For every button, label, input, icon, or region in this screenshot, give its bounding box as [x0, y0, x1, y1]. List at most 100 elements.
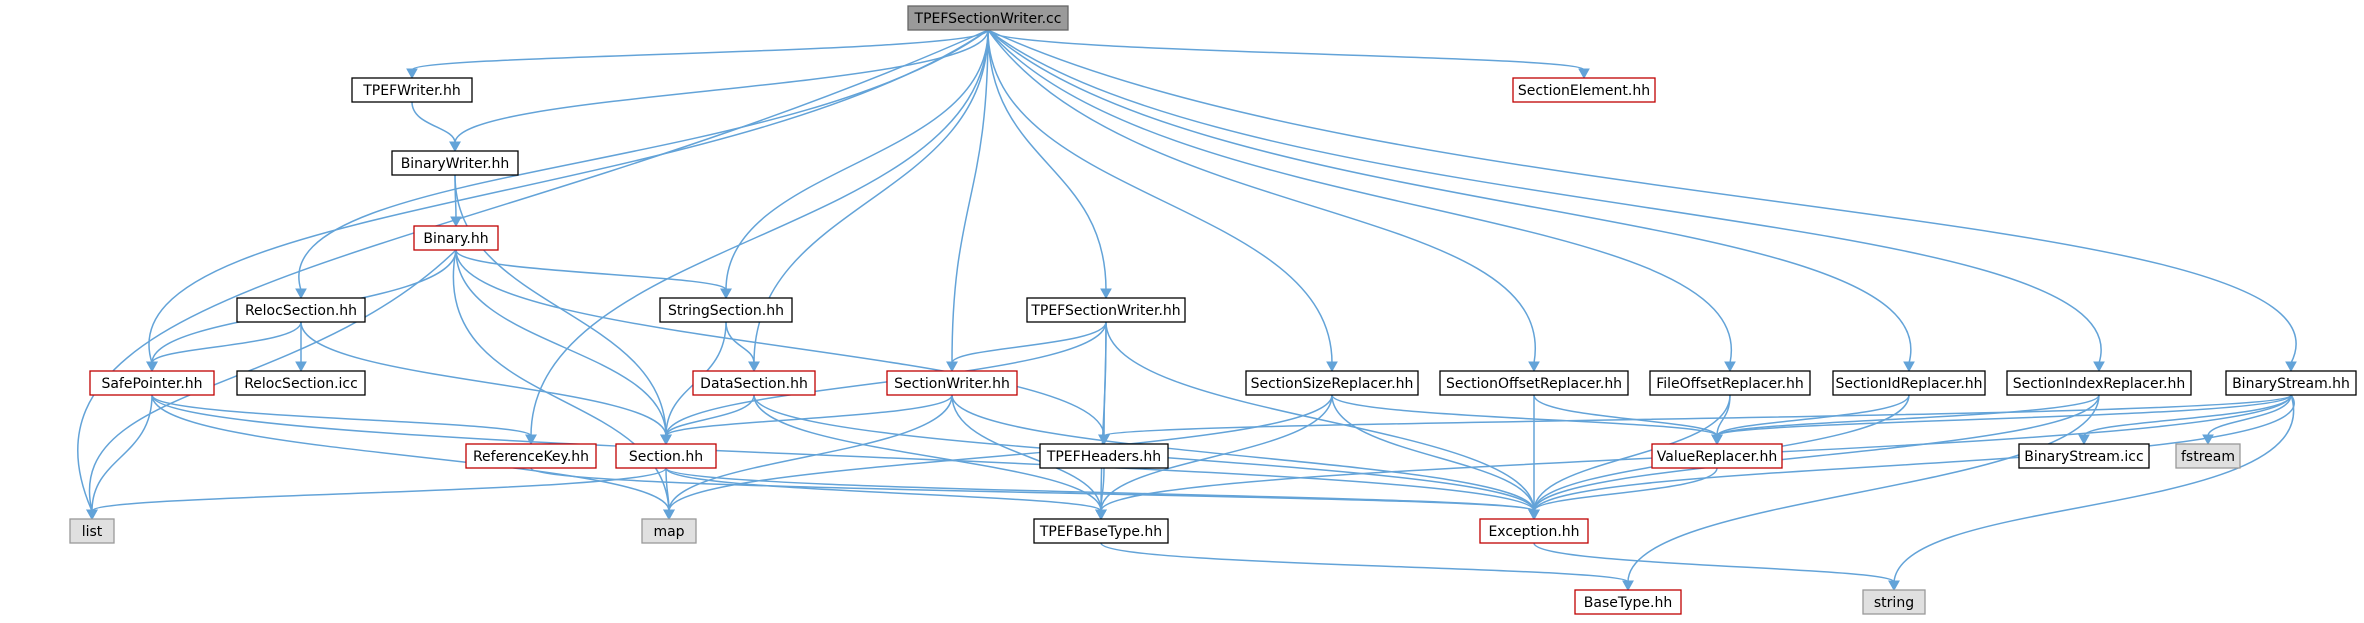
edge-relocsection_hh-to-safepointer_hh — [151, 321, 302, 364]
node-label: TPEFHeaders.hh — [1046, 449, 1161, 465]
arrowhead-sectionwriter_hh-to-section_hh — [660, 434, 672, 446]
node-box — [1574, 589, 1682, 615]
node-tpefsectionwriter-hh[interactable]: TPEFSectionWriter.hh — [1026, 297, 1186, 323]
edge-binarystream_hh-to-tpefheaders_hh — [1103, 394, 2292, 437]
edge-fileoffsetreplacer_hh-to-exception_hh — [1533, 394, 1731, 512]
node-label: list — [82, 524, 103, 540]
edge-binary_hh-to-section_hh — [455, 249, 667, 437]
node-label: BinaryWriter.hh — [401, 156, 510, 172]
node-fileoffsetreplacer-hh[interactable]: FileOffsetReplacer.hh — [1649, 370, 1811, 396]
node-fstream[interactable]: fstream — [2175, 443, 2241, 469]
node-string[interactable]: string — [1862, 589, 1926, 615]
node-label: map — [653, 524, 684, 540]
edge-sectionindexreplacer_hh-to-exception_hh — [1533, 394, 2100, 512]
node-box — [2225, 370, 2357, 396]
node-label: FileOffsetReplacer.hh — [1656, 376, 1804, 392]
node-referencekey-hh[interactable]: ReferenceKey.hh — [465, 443, 597, 469]
node-label: SectionOffsetReplacer.hh — [1446, 376, 1622, 392]
node-box — [351, 77, 473, 103]
node-box — [1651, 443, 1783, 469]
node-binarystream-hh[interactable]: BinaryStream.hh — [2225, 370, 2357, 396]
node-safepointer-hh[interactable]: SafePointer.hh — [89, 370, 215, 396]
node-box — [391, 150, 519, 176]
node-section-hh[interactable]: Section.hh — [615, 443, 717, 469]
edge-tpefwriter_hh-to-binarywriter_hh — [411, 101, 456, 144]
node-box — [1512, 77, 1656, 103]
edge-tpefsectionwriter_hh-to-sectionwriter_hh — [951, 321, 1107, 364]
node-sectionwriter-hh[interactable]: SectionWriter.hh — [886, 370, 1018, 396]
edge-tpefsectionwriter_hh-to-exception_hh — [1105, 321, 1535, 512]
edge-tpefsectionwriter_hh-to-tpefbasetype_hh — [1100, 321, 1107, 512]
edges-layer — [77, 29, 2297, 592]
node-label: SafePointer.hh — [101, 376, 202, 392]
node-sectionidreplacer-hh[interactable]: SectionIdReplacer.hh — [1832, 370, 1986, 396]
node-tpefwriter-hh[interactable]: TPEFWriter.hh — [351, 77, 473, 103]
node-box — [1026, 297, 1186, 323]
edge-safepointer_hh-to-map — [151, 394, 670, 512]
node-box — [2018, 443, 2150, 469]
node-box — [465, 443, 597, 469]
edge-tpefsectionwriter_cc-to-binarywriter_hh — [454, 29, 989, 144]
arrowhead-tpefwriter_hh-to-binarywriter_hh — [449, 141, 461, 153]
node-sectionelement-hh[interactable]: SectionElement.hh — [1512, 77, 1656, 103]
node-label: Exception.hh — [1488, 524, 1579, 540]
node-sectionindexreplacer-hh[interactable]: SectionIndexReplacer.hh — [2006, 370, 2192, 396]
node-stringsection-hh[interactable]: StringSection.hh — [659, 297, 793, 323]
arrowhead-tpefsectionwriter_cc-to-fileoffsetreplacer_hh — [1724, 361, 1736, 373]
node-relocsection-icc[interactable]: RelocSection.icc — [236, 370, 366, 396]
edge-section_hh-to-list — [91, 467, 667, 512]
node-box — [1039, 443, 1169, 469]
node-relocsection-hh[interactable]: RelocSection.hh — [236, 297, 366, 323]
arrowhead-stringsection_hh-to-datasection_hh — [748, 361, 760, 373]
node-basetype-hh[interactable]: BaseType.hh — [1574, 589, 1682, 615]
edge-binarystream_hh-to-binarystream_icc — [2083, 394, 2292, 437]
node-box — [413, 225, 499, 251]
node-box — [1649, 370, 1811, 396]
edge-sectionindexreplacer_hh-to-basetype_hh — [1627, 394, 2100, 583]
node-box — [1479, 518, 1589, 544]
arrowhead-tpefsectionwriter_cc-to-relocsection_hh — [295, 288, 307, 300]
node-box — [2006, 370, 2192, 396]
edge-binarystream_hh-to-string — [1893, 394, 2295, 583]
node-box — [1245, 370, 1419, 396]
edge-safepointer_hh-to-exception_hh — [151, 394, 1535, 512]
edge-valuereplacer_hh-to-exception_hh — [1533, 467, 1718, 512]
node-label: Section.hh — [629, 449, 703, 465]
node-label: SectionSizeReplacer.hh — [1251, 376, 1414, 392]
edge-sectionwriter_hh-to-section_hh — [665, 394, 953, 437]
node-label: string — [1874, 595, 1914, 611]
node-binary-hh[interactable]: Binary.hh — [413, 225, 499, 251]
node-list[interactable]: list — [69, 518, 115, 544]
node-binarywriter-hh[interactable]: BinaryWriter.hh — [391, 150, 519, 176]
node-sectionsizereplacer-hh[interactable]: SectionSizeReplacer.hh — [1245, 370, 1419, 396]
node-tpefbasetype-hh[interactable]: TPEFBaseType.hh — [1033, 518, 1169, 544]
node-map[interactable]: map — [641, 518, 697, 544]
node-label: TPEFSectionWriter.hh — [1030, 303, 1180, 319]
edge-safepointer_hh-to-referencekey_hh — [151, 394, 532, 437]
node-label: DataSection.hh — [700, 376, 808, 392]
arrowhead-tpefsectionwriter_cc-to-binarystream_hh — [2285, 361, 2297, 373]
edge-tpefsectionwriter_cc-to-sectionsizereplacer_hh — [987, 29, 1333, 364]
node-box — [1862, 589, 1926, 615]
node-sectionoffsetreplacer-hh[interactable]: SectionOffsetReplacer.hh — [1439, 370, 1629, 396]
node-datasection-hh[interactable]: DataSection.hh — [692, 370, 816, 396]
node-box — [236, 297, 366, 323]
node-label: fstream — [2181, 449, 2235, 465]
node-box — [641, 518, 697, 544]
arrowhead-binarystream_hh-to-tpefbasetype_hh — [1095, 509, 1107, 521]
node-binarystream-icc[interactable]: BinaryStream.icc — [2018, 443, 2150, 469]
node-label: BaseType.hh — [1584, 595, 1672, 611]
edge-tpefsectionwriter_cc-to-sectionelement_hh — [987, 29, 1585, 71]
arrowhead-binary_hh-to-stringsection_hh — [720, 288, 732, 300]
node-tpefsectionwriter-cc[interactable]: TPEFSectionWriter.cc — [907, 5, 1069, 31]
edge-relocsection_hh-to-section_hh — [300, 321, 667, 437]
edge-tpefsectionwriter_cc-to-stringsection_hh — [725, 29, 989, 291]
node-box — [907, 5, 1069, 31]
node-box — [89, 370, 215, 396]
node-label: SectionIdReplacer.hh — [1835, 376, 1982, 392]
node-box — [2175, 443, 2241, 469]
edge-sectionwriter_hh-to-map — [668, 394, 953, 512]
node-tpefheaders-hh[interactable]: TPEFHeaders.hh — [1039, 443, 1169, 469]
node-valuereplacer-hh[interactable]: ValueReplacer.hh — [1651, 443, 1783, 469]
node-exception-hh[interactable]: Exception.hh — [1479, 518, 1589, 544]
